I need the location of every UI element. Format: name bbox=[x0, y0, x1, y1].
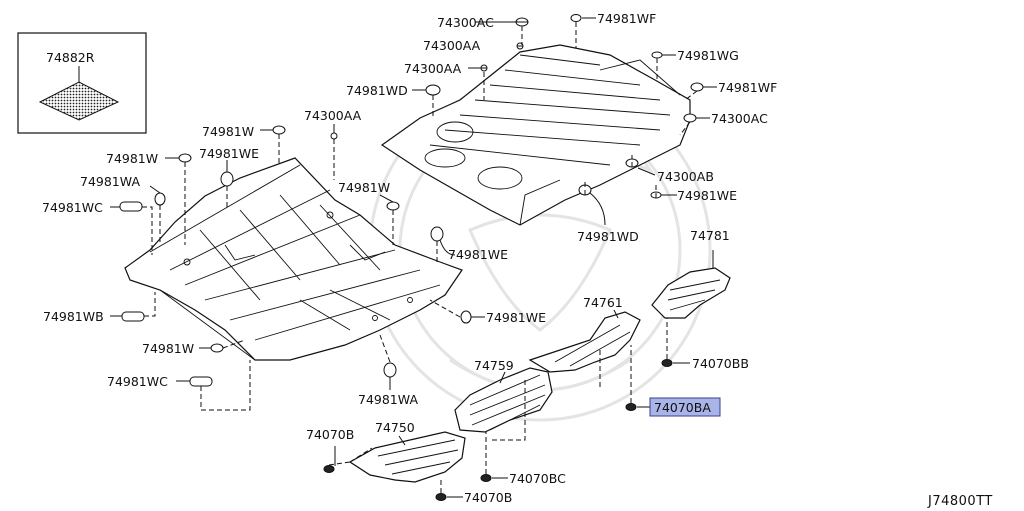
label-74070B-2: 74070B bbox=[464, 490, 512, 505]
label-74759: 74759 bbox=[474, 358, 514, 373]
fasteners bbox=[119, 14, 704, 501]
label-74981WE-1: 74981WE bbox=[199, 146, 259, 161]
label-74981W-3: 74981W bbox=[338, 180, 390, 195]
leader-lines bbox=[110, 17, 717, 498]
callout-labels: 74300AC 74981WF 74300AA 74981WG 74300AA … bbox=[42, 11, 777, 505]
label-74981WD-top: 74981WD bbox=[346, 83, 408, 98]
label-74300AA-2: 74300AA bbox=[404, 61, 462, 76]
inset-box: 74882R bbox=[17, 32, 147, 134]
label-74981WF-top: 74981WF bbox=[597, 11, 656, 26]
label-74981WC-1: 74981WC bbox=[42, 200, 103, 215]
rear-floor-panel bbox=[380, 44, 691, 226]
label-74981WE-2: 74981WE bbox=[677, 188, 737, 203]
label-74070BC: 74070BC bbox=[509, 471, 566, 486]
insulator-74761 bbox=[528, 311, 641, 373]
insulator-74750 bbox=[348, 431, 466, 483]
label-74300AC-top: 74300AC bbox=[437, 15, 494, 30]
label-74981WC-2: 74981WC bbox=[107, 374, 168, 389]
label-74300AB: 74300AB bbox=[657, 169, 714, 184]
label-74981W-4: 74981W bbox=[142, 341, 194, 356]
label-74750: 74750 bbox=[375, 420, 415, 435]
insulator-pad-shape bbox=[38, 81, 120, 121]
label-74981WA-1: 74981WA bbox=[80, 174, 140, 189]
label-74761: 74761 bbox=[583, 295, 623, 310]
insulator-74759 bbox=[454, 367, 553, 433]
selected-part-highlight bbox=[649, 397, 721, 417]
dashed-guides bbox=[142, 22, 698, 493]
inset-part-label: 74882R bbox=[46, 50, 95, 65]
label-74981W-2: 74981W bbox=[106, 151, 158, 166]
label-74981WB: 74981WB bbox=[43, 309, 104, 324]
label-74070BA: 74070BA bbox=[654, 400, 711, 415]
label-74070B-1: 74070B bbox=[306, 427, 354, 442]
insulator-74781 bbox=[651, 267, 731, 319]
label-74981W-1: 74981W bbox=[202, 124, 254, 139]
front-floor-panel bbox=[124, 157, 463, 361]
label-74300AC-right: 74300AC bbox=[711, 111, 768, 126]
label-74981WG: 74981WG bbox=[677, 48, 739, 63]
label-74781: 74781 bbox=[690, 228, 730, 243]
label-74070BB: 74070BB bbox=[692, 356, 749, 371]
label-74981WA-2: 74981WA bbox=[358, 392, 418, 407]
label-74300AA-3: 74300AA bbox=[304, 108, 362, 123]
label-74981WE-3: 74981WE bbox=[448, 247, 508, 262]
diagram-code: J74800TT bbox=[927, 494, 993, 509]
label-74981WF-right: 74981WF bbox=[718, 80, 777, 95]
label-74300AA-1: 74300AA bbox=[423, 38, 481, 53]
label-74981WD-2: 74981WD bbox=[577, 229, 639, 244]
label-74981WE-4: 74981WE bbox=[486, 310, 546, 325]
